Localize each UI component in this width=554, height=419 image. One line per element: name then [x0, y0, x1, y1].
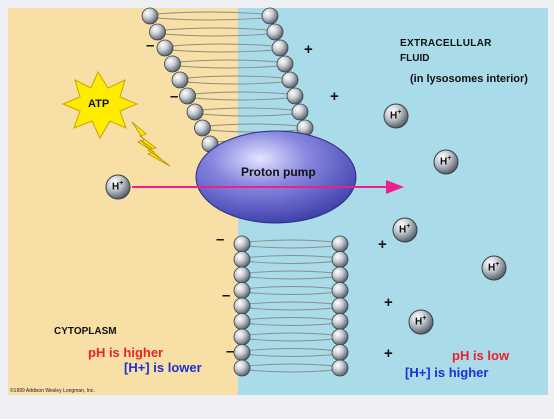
- lipid-head: [331, 297, 349, 315]
- lipid-tail: [247, 286, 335, 295]
- extracellular-fill: [238, 8, 548, 395]
- lipid-tail: [247, 301, 335, 311]
- lipid-head: [331, 344, 349, 361]
- lipid-tail: [178, 59, 280, 69]
- lipid-head: [179, 87, 196, 105]
- cytoplasm-fill: [8, 8, 238, 395]
- positive-charge: +: [384, 294, 393, 311]
- lipid-head: [291, 103, 309, 121]
- positive-charge: +: [304, 41, 313, 58]
- hydrogen-ion-label: H+: [390, 109, 402, 122]
- lipid-head: [271, 39, 289, 57]
- lipid-head: [233, 282, 251, 299]
- hydrogen-ion-label: H+: [112, 180, 124, 193]
- positive-charge: +: [378, 236, 387, 253]
- cytoplasm-ph: pH is higher: [88, 345, 164, 360]
- lipid-tail: [247, 348, 335, 357]
- lipid-tail: [163, 27, 270, 37]
- membrane-bilayer: [141, 7, 349, 377]
- lipid-head: [233, 328, 251, 346]
- proton-pump: [195, 130, 357, 224]
- lipid-head: [233, 359, 251, 377]
- lipid-head: [286, 87, 304, 105]
- lipid-head: [261, 7, 279, 25]
- lipid-head: [149, 23, 166, 41]
- extracellular-label: EXTRACELLULAR: [400, 38, 492, 49]
- hydrogen-ion: [392, 217, 418, 243]
- atp-star: [61, 70, 139, 140]
- lipid-head: [141, 7, 159, 25]
- cytoplasm-h-conc: [H+] is lower: [124, 360, 202, 375]
- lipid-head: [233, 313, 251, 330]
- lipid-head: [276, 55, 294, 73]
- lipid-head: [233, 266, 251, 284]
- hydrogen-ion-label: H+: [488, 261, 500, 274]
- fluid-label: FLUID: [400, 53, 430, 64]
- lipid-head: [331, 235, 349, 253]
- hydrogen-ion: [433, 149, 459, 175]
- lipid-head: [233, 235, 251, 253]
- lipid-head: [281, 71, 299, 89]
- positive-charge: +: [384, 345, 393, 362]
- positive-charge: +: [330, 88, 339, 105]
- lipid-tail: [193, 91, 290, 101]
- negative-charge: –: [146, 37, 155, 54]
- hydrogen-ion: [408, 309, 434, 335]
- lipid-tail: [247, 363, 335, 373]
- lipid-head: [194, 119, 211, 137]
- lipid-head: [331, 251, 349, 268]
- lipid-tail: [247, 270, 335, 280]
- extracellular-h-conc: [H+] is higher: [405, 365, 489, 380]
- lipid-head: [331, 328, 349, 346]
- hydrogen-ion-label: H+: [399, 223, 411, 236]
- cytoplasm-label: CYTOPLASM: [54, 326, 117, 337]
- lipid-head: [331, 313, 349, 330]
- lipid-head: [233, 297, 251, 315]
- energy-bolt: [131, 121, 171, 167]
- extracellular-ph: pH is low: [452, 348, 510, 363]
- lysosome-note: (in lysosomes interior): [410, 73, 528, 85]
- negative-charge: –: [216, 231, 225, 248]
- lipid-head: [233, 344, 251, 361]
- lipid-head: [171, 71, 189, 89]
- negative-charge: –: [170, 88, 179, 105]
- lipid-tail: [200, 107, 295, 117]
- lipid-head: [156, 39, 174, 57]
- proton-arrow: [132, 180, 404, 194]
- atp-label: ATP: [88, 98, 110, 110]
- lipid-head: [164, 55, 181, 73]
- negative-charge: –: [222, 287, 231, 304]
- lipid-head: [233, 251, 251, 268]
- hydrogen-ion: [481, 255, 507, 281]
- hydrogen-ion: [105, 174, 131, 200]
- lipid-tail: [247, 317, 335, 326]
- lipid-tail: [170, 43, 275, 53]
- lipid-head: [331, 359, 349, 377]
- lipid-head: [331, 282, 349, 299]
- lipid-tail: [247, 255, 335, 264]
- negative-charge: –: [226, 343, 235, 360]
- lipid-tail: [185, 75, 285, 85]
- hydrogen-ion-label: H+: [440, 155, 452, 168]
- hydrogen-ion: [383, 103, 409, 129]
- lipid-head: [266, 23, 284, 41]
- pump-label: Proton pump: [241, 165, 316, 179]
- lipid-tail: [208, 123, 300, 133]
- lipid-tail: [155, 11, 265, 21]
- lipid-head: [331, 266, 349, 284]
- lipid-tail: [247, 239, 335, 249]
- lipid-tail: [247, 332, 335, 342]
- copyright-note: ©1999 Addison Wesley Longman, Inc.: [10, 388, 95, 394]
- hydrogen-ion-label: H+: [415, 315, 427, 328]
- lipid-head: [186, 103, 204, 121]
